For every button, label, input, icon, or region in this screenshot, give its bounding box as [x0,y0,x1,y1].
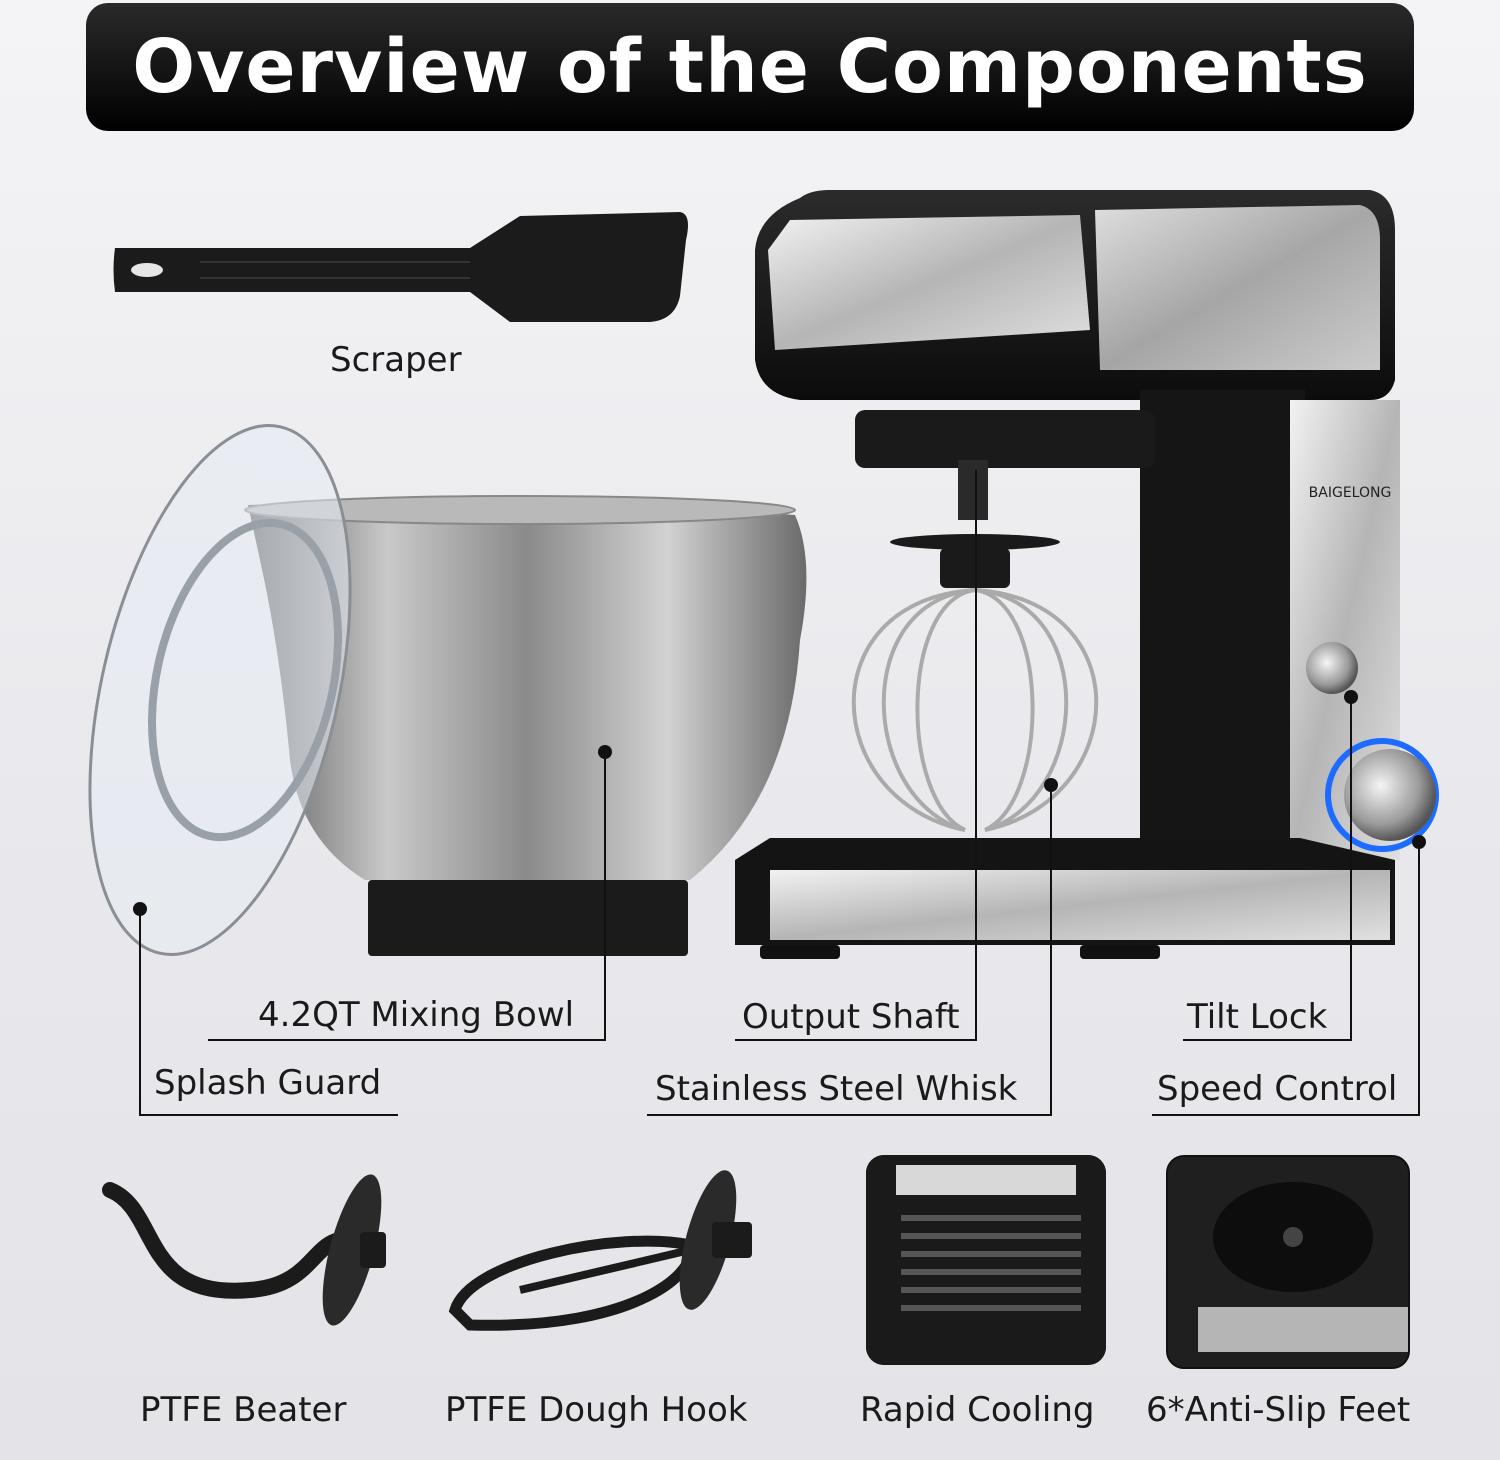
mixing-bowl-callout-line [604,752,606,1040]
mixing-bowl-illustration [244,495,807,956]
mixing-bowl-label: 4.2QT Mixing Bowl [258,995,575,1035]
splash-guard-label: Splash Guard [154,1063,382,1103]
title-banner: Overview of the Components [86,3,1414,131]
tilt-lock-label: Tilt Lock [1187,997,1328,1037]
whisk-underline [647,1114,1052,1116]
output-shaft-label: Output Shaft [742,997,960,1037]
page-title: Overview of the Components [132,24,1368,110]
scraper-label: Scraper [330,340,462,380]
whisk-callout-line [1050,785,1052,1115]
speed-control-label: Speed Control [1157,1069,1398,1109]
scraper-illustration [113,212,688,322]
anti-slip-feet-thumbnail [1166,1155,1410,1369]
splash-guard-callout-line [139,909,141,1116]
brand-label: BAIGELONG [1309,485,1392,501]
tilt-lock-underline [1183,1039,1352,1041]
rapid-cooling-label: Rapid Cooling [860,1390,1095,1430]
output-shaft-underline [735,1039,977,1041]
splash-guard-illustration [88,424,352,956]
output-shaft-callout-line [975,470,977,1040]
foot-icon [1168,1157,1408,1367]
speed-control-underline [1152,1114,1420,1116]
mixing-bowl-underline [208,1039,606,1041]
tilt-lock-callout-line [1350,697,1352,1040]
speed-control-callout-line [1418,842,1420,1115]
anti-slip-feet-label: 6*Anti-Slip Feet [1146,1390,1411,1430]
ptfe-dough-hook-illustration [448,1170,752,1331]
whisk-label: Stainless Steel Whisk [655,1069,1018,1109]
ptfe-beater-label: PTFE Beater [140,1390,347,1430]
rapid-cooling-thumbnail [866,1155,1106,1365]
mixer-body-illustration: BAIGELONG [735,190,1439,959]
vent-icon [866,1155,1106,1365]
ptfe-dough-hook-label: PTFE Dough Hook [445,1390,748,1430]
ptfe-beater-illustration [102,1174,386,1326]
splash-guard-underline [139,1114,398,1116]
